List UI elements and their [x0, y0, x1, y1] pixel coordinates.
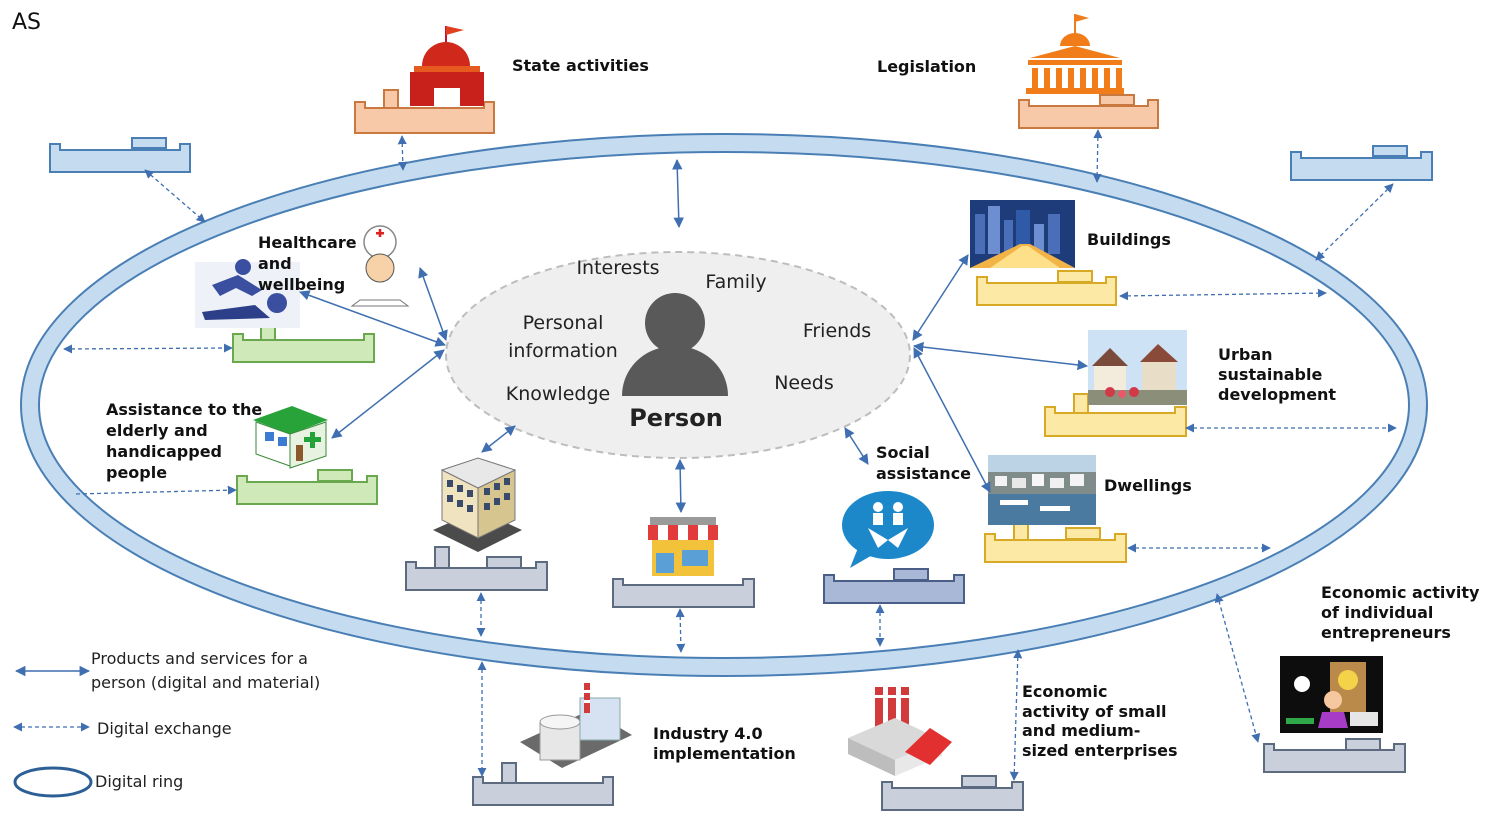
- attr-needs: Needs: [774, 372, 834, 394]
- label-healthcare: Healthcare and wellbeing: [258, 233, 357, 294]
- person-icon: [622, 293, 728, 396]
- harbor-homes-photo: [988, 455, 1096, 525]
- legend: [13, 665, 93, 798]
- attr-interests: Interests: [576, 257, 660, 279]
- entrepreneur-icon: [1280, 656, 1383, 733]
- label-urban: Urban sustainable development: [1218, 345, 1337, 404]
- legend-ring-label: Digital ring: [95, 772, 184, 791]
- tray-legislation: [1018, 94, 1159, 129]
- corner-label: AS: [12, 10, 42, 35]
- person-title: Person: [629, 404, 723, 432]
- healthcare-icon: [195, 225, 410, 328]
- tray-state: [354, 89, 495, 134]
- attr-personal-information: Personal information: [508, 312, 618, 362]
- tray-social: [823, 568, 965, 604]
- tray-urban: [1044, 393, 1187, 437]
- legend-products-label: Products and services for a person (digi…: [91, 649, 321, 692]
- digital-ring: [20, 133, 1428, 677]
- care-home-icon: [253, 406, 328, 469]
- label-entrepreneurs: Economic activity of individual entrepre…: [1321, 583, 1480, 642]
- city-skyline-photo: [970, 200, 1075, 268]
- social-assistance-icon: [842, 491, 934, 568]
- product-arrows: [299, 158, 1089, 514]
- tray-industry: [472, 762, 614, 806]
- factory-icon: [848, 687, 952, 776]
- legislature-building-icon: [1026, 14, 1124, 94]
- tray-assistance: [236, 469, 378, 505]
- attr-friends: Friends: [802, 320, 872, 342]
- exchange-arrows: [63, 129, 1397, 781]
- tray-blue-top-right: [1290, 145, 1433, 181]
- tray-shop: [612, 578, 755, 608]
- label-state-activities: State activities: [512, 56, 649, 75]
- label-assistance-elderly: Assistance to the elderly and handicappe…: [106, 400, 263, 482]
- label-social-assistance: Social assistance: [876, 443, 972, 483]
- label-sme: Economic activity of small and medium- s…: [1022, 682, 1178, 760]
- town-photo: [1088, 330, 1187, 405]
- government-dome-icon: [410, 26, 484, 106]
- office-building-icon: [433, 457, 522, 552]
- factory-tank-icon: [520, 683, 632, 768]
- label-industry: Industry 4.0 implementation: [653, 724, 796, 763]
- tray-buildings: [976, 270, 1117, 306]
- tray-blue-top-left: [49, 137, 191, 173]
- tray-entrepreneurs: [1263, 738, 1406, 773]
- tray-sme: [881, 775, 1024, 811]
- tray-office: [405, 546, 548, 591]
- label-legislation: Legislation: [877, 57, 977, 76]
- legend-exchange-label: Digital exchange: [97, 719, 232, 738]
- label-buildings: Buildings: [1087, 230, 1171, 249]
- tray-dwellings: [984, 518, 1127, 563]
- attr-family: Family: [705, 271, 767, 293]
- label-dwellings: Dwellings: [1104, 476, 1192, 495]
- legend-ring: [13, 766, 93, 798]
- shop-icon: [648, 517, 718, 576]
- attr-knowledge: Knowledge: [505, 383, 611, 405]
